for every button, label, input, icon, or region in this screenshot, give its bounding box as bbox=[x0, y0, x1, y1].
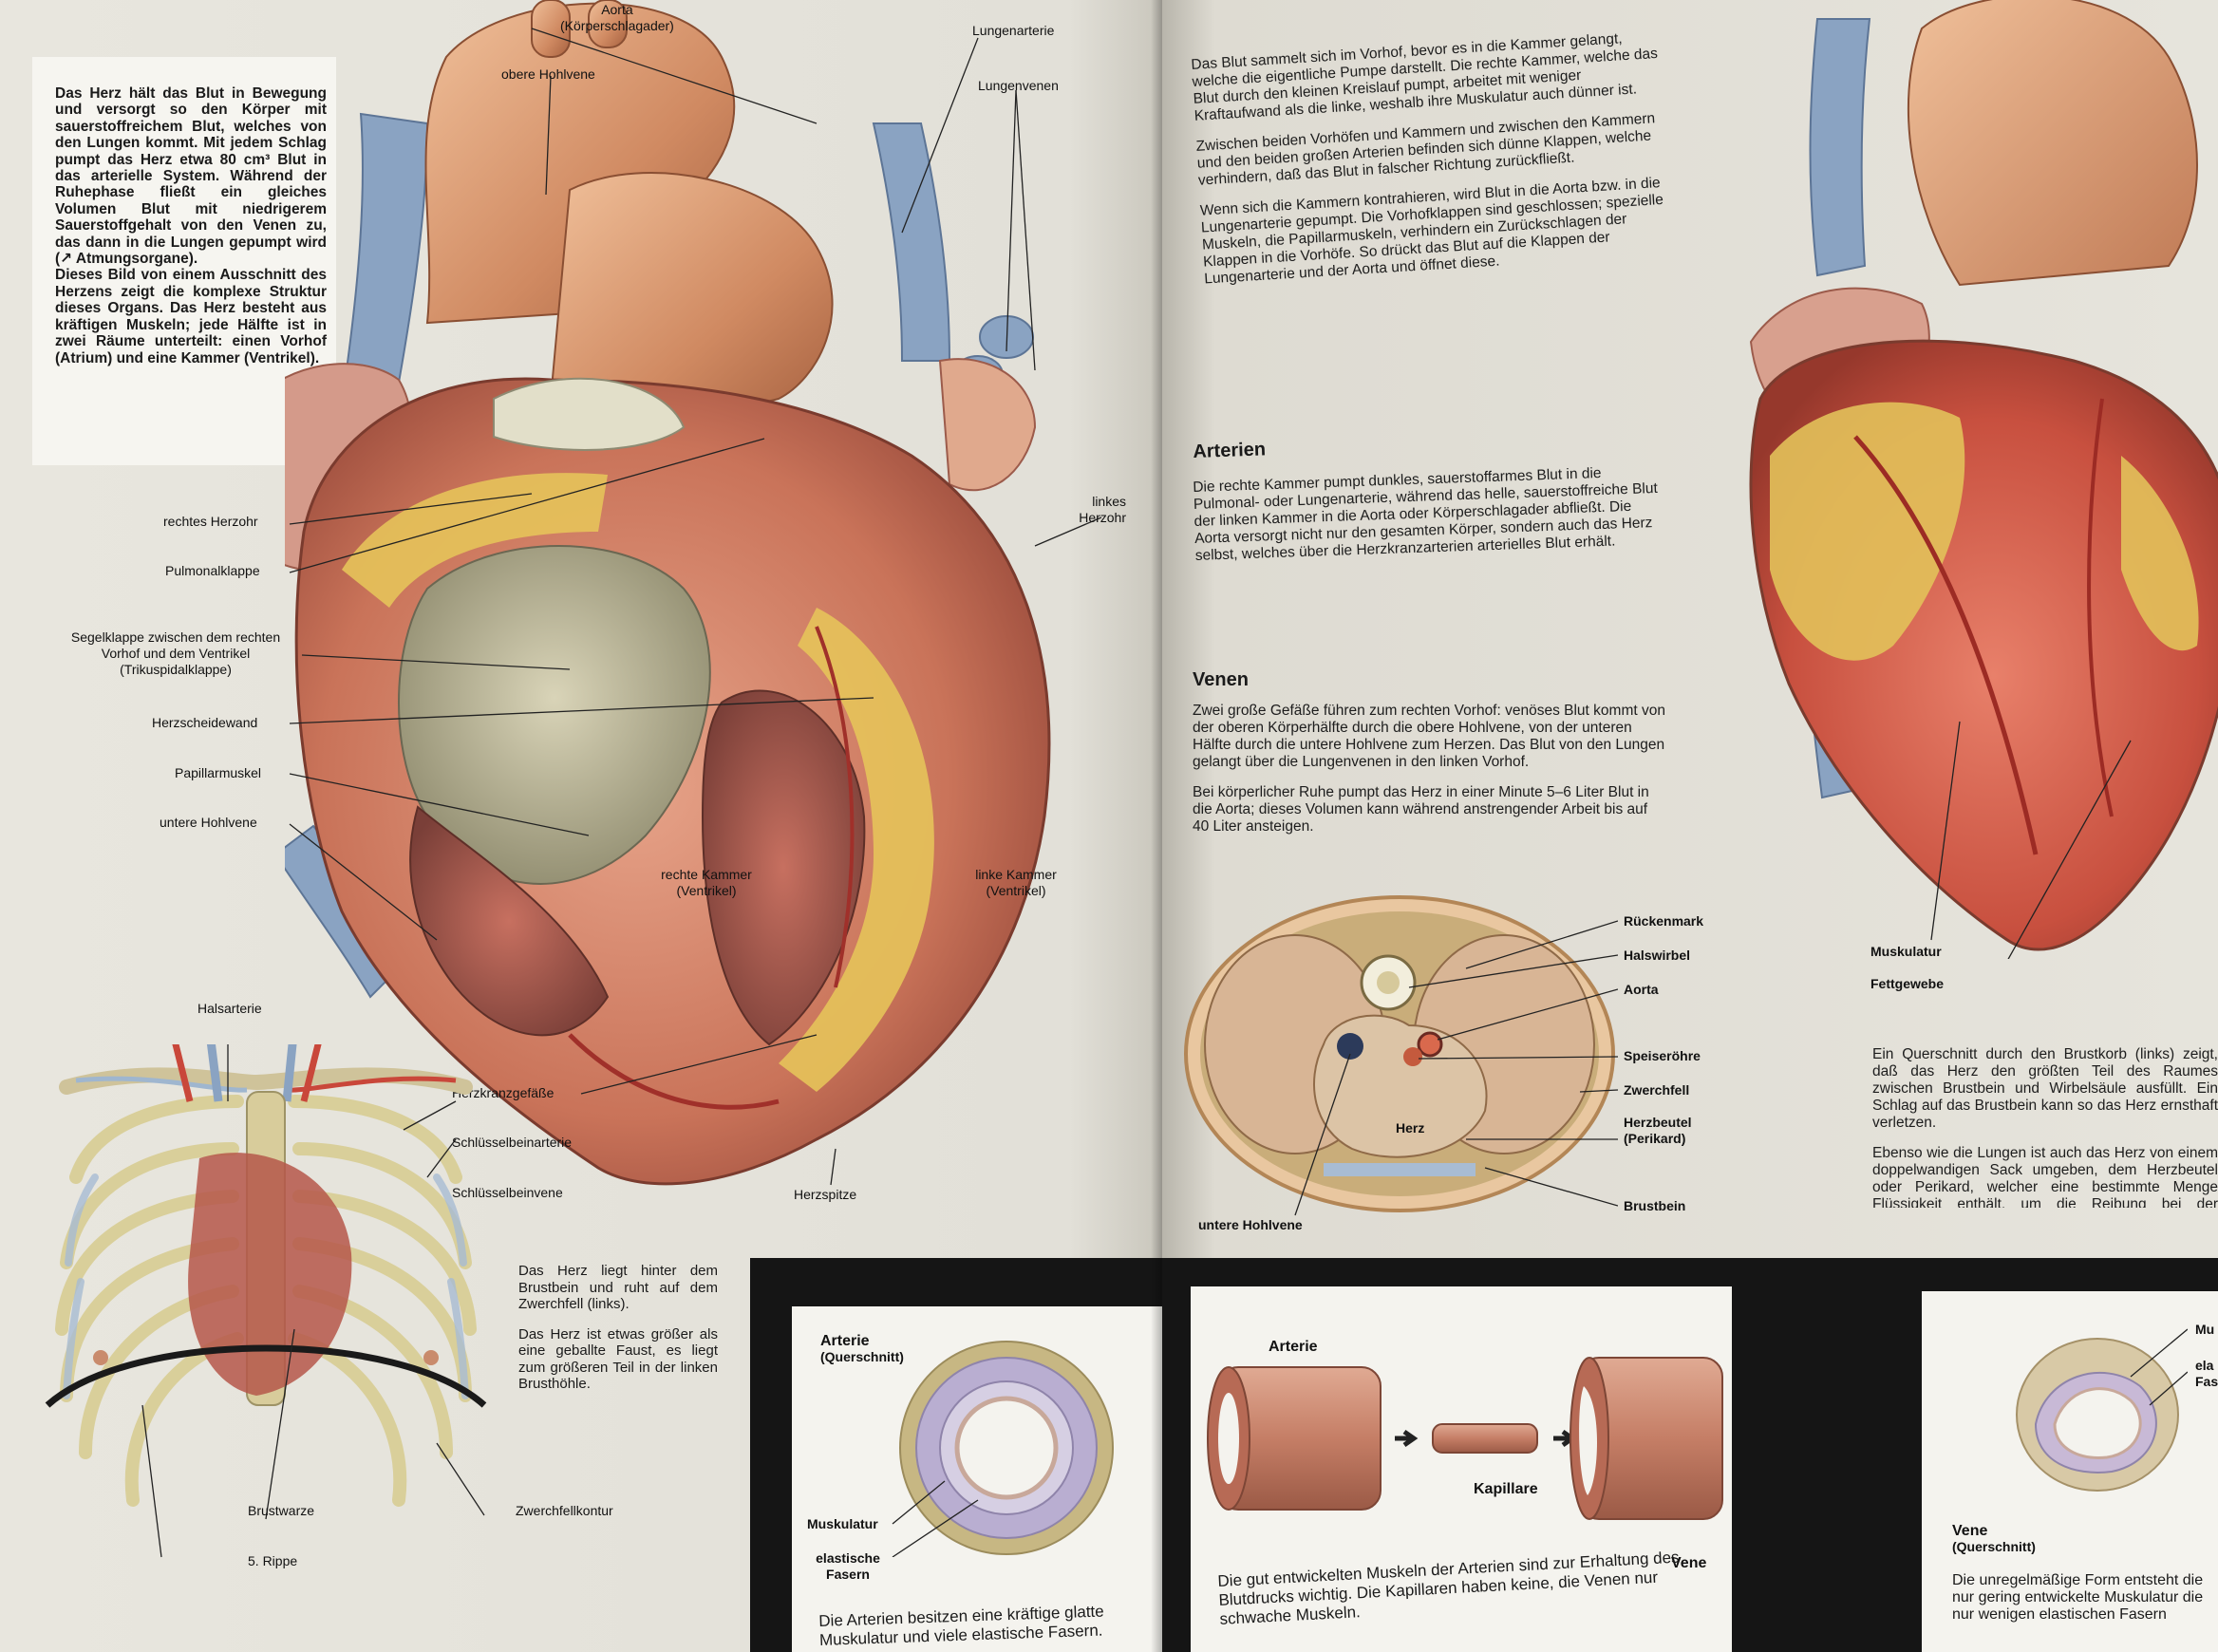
label-linke-kammer: linke Kammer (Ventrikel) bbox=[975, 867, 1057, 898]
label-fettgewebe: Fettgewebe bbox=[1870, 976, 1945, 991]
label-halsarterie: Halsarterie bbox=[197, 1001, 262, 1016]
ribcage-illustration bbox=[45, 1044, 487, 1558]
label-rechte-kammer: rechte Kammer (Ventrikel) bbox=[661, 867, 752, 898]
label-zwerchfell: Zwerchfell bbox=[1624, 1082, 1690, 1098]
heading-arterien: Arterien bbox=[1193, 439, 1267, 462]
label-vessel-kapillare: Kapillare bbox=[1474, 1481, 1538, 1497]
heart-exterior-illustration bbox=[1749, 0, 2218, 959]
label-vessel-vene: Vene bbox=[1671, 1555, 1707, 1571]
label-segelklappe: Segelklappe zwischen dem rechten Vorhof … bbox=[70, 629, 281, 677]
label-artery-fasern: elastische Fasern bbox=[816, 1550, 880, 1582]
artery-panel-title: Arterie (Querschnitt) bbox=[820, 1333, 904, 1364]
label-herzbeutel: Herzbeutel (Perikard) bbox=[1624, 1115, 1692, 1146]
heading-venen: Venen bbox=[1193, 669, 1249, 690]
intro-paragraph: Dieses Bild von einem Ausschnitt des Her… bbox=[55, 267, 327, 366]
vein-cross-section-illustration bbox=[2016, 1328, 2188, 1492]
label-herz: Herz bbox=[1396, 1120, 1425, 1136]
label-halswirbel: Halswirbel bbox=[1624, 948, 1691, 963]
label-muskulatur: Muskulatur bbox=[1870, 944, 1942, 959]
label-papillarmuskel: Papillarmuskel bbox=[175, 765, 262, 780]
label-schluesselbeinarterie: Schlüsselbeinarterie bbox=[452, 1135, 573, 1150]
vein-caption: Die unregelmäßige Form entsteht die nur … bbox=[1952, 1572, 2204, 1623]
label-aorta: Aorta (Körperschlagader) bbox=[560, 2, 674, 33]
label-vessel-arterie: Arterie bbox=[1269, 1339, 1318, 1355]
intro-text: Das Herz hält das Blut in Bewegung und v… bbox=[55, 85, 327, 366]
label-rippe: 5. Rippe bbox=[248, 1553, 298, 1568]
right-page: Das Blut sammelt sich im Vorhof, bevor e… bbox=[1162, 0, 2218, 1652]
label-brustwarze: Brustwarze bbox=[248, 1503, 315, 1518]
label-speiseroehre: Speiseröhre bbox=[1624, 1048, 1701, 1063]
label-brustbein: Brustbein bbox=[1624, 1198, 1686, 1213]
label-rueckenmark: Rückenmark bbox=[1624, 913, 1704, 929]
label-artery-muskulatur: Muskulatur bbox=[807, 1516, 878, 1531]
ribcage-text: Das Herz liegt hinter dem Brustbein und … bbox=[518, 1263, 718, 1392]
intro-paragraphs: Das Blut sammelt sich im Vorhof, bevor e… bbox=[1191, 30, 1664, 288]
label-schluesselbeinvene: Schlüsselbeinvene bbox=[452, 1185, 563, 1200]
label-zwerchfellkontur: Zwerchfellkontur bbox=[516, 1503, 613, 1518]
label-vein-muskulatur: Mu bbox=[2195, 1322, 2215, 1337]
intro-paragraph: Das Herz hält das Blut in Bewegung und v… bbox=[55, 85, 327, 268]
arterien-text: Die rechte Kammer pumpt dunkles, sauerst… bbox=[1193, 464, 1659, 564]
vessel-comparison-illustration bbox=[1207, 1357, 1723, 1520]
label-herzkranzgefaesse: Herzkranzgefäße bbox=[452, 1085, 554, 1100]
venen-text: Zwei große Gefäße führen zum rechten Vor… bbox=[1193, 703, 1665, 835]
label-vein-fasern: ela Fas bbox=[2195, 1358, 2218, 1389]
artery-cross-section-illustration bbox=[899, 1341, 1114, 1555]
label-pulmonalklappe: Pulmonalklappe bbox=[165, 563, 260, 578]
label-lungenarterie: Lungenarterie bbox=[972, 23, 1055, 38]
label-untere-hohlvene-section: untere Hohlvene bbox=[1198, 1217, 1303, 1232]
label-rechtes-herzohr: rechtes Herzohr bbox=[163, 514, 258, 529]
label-herzscheidewand: Herzscheidewand bbox=[152, 715, 258, 730]
label-obere-hohlvene: obere Hohlvene bbox=[501, 66, 595, 82]
section-text: Ein Querschnitt durch den Brustkorb (lin… bbox=[1872, 1046, 2218, 1208]
vein-panel-title: Vene (Querschnitt) bbox=[1952, 1523, 2036, 1554]
heart-leader-lines bbox=[289, 28, 1102, 1186]
label-herzspitze: Herzspitze bbox=[794, 1187, 857, 1202]
label-lungenvenen: Lungenvenen bbox=[978, 78, 1059, 93]
chest-cross-section-illustration bbox=[1184, 895, 1618, 1216]
label-aorta-section: Aorta bbox=[1624, 982, 1659, 997]
left-page: Das Herz hält das Blut in Bewegung und v… bbox=[0, 0, 1162, 1652]
artery-panel-leaders bbox=[892, 1480, 979, 1557]
label-linkes-herzohr: linkes Herzohr bbox=[1079, 494, 1126, 525]
label-untere-hohlvene: untere Hohlvene bbox=[160, 815, 257, 830]
heart-cutaway-illustration bbox=[285, 0, 1051, 1186]
